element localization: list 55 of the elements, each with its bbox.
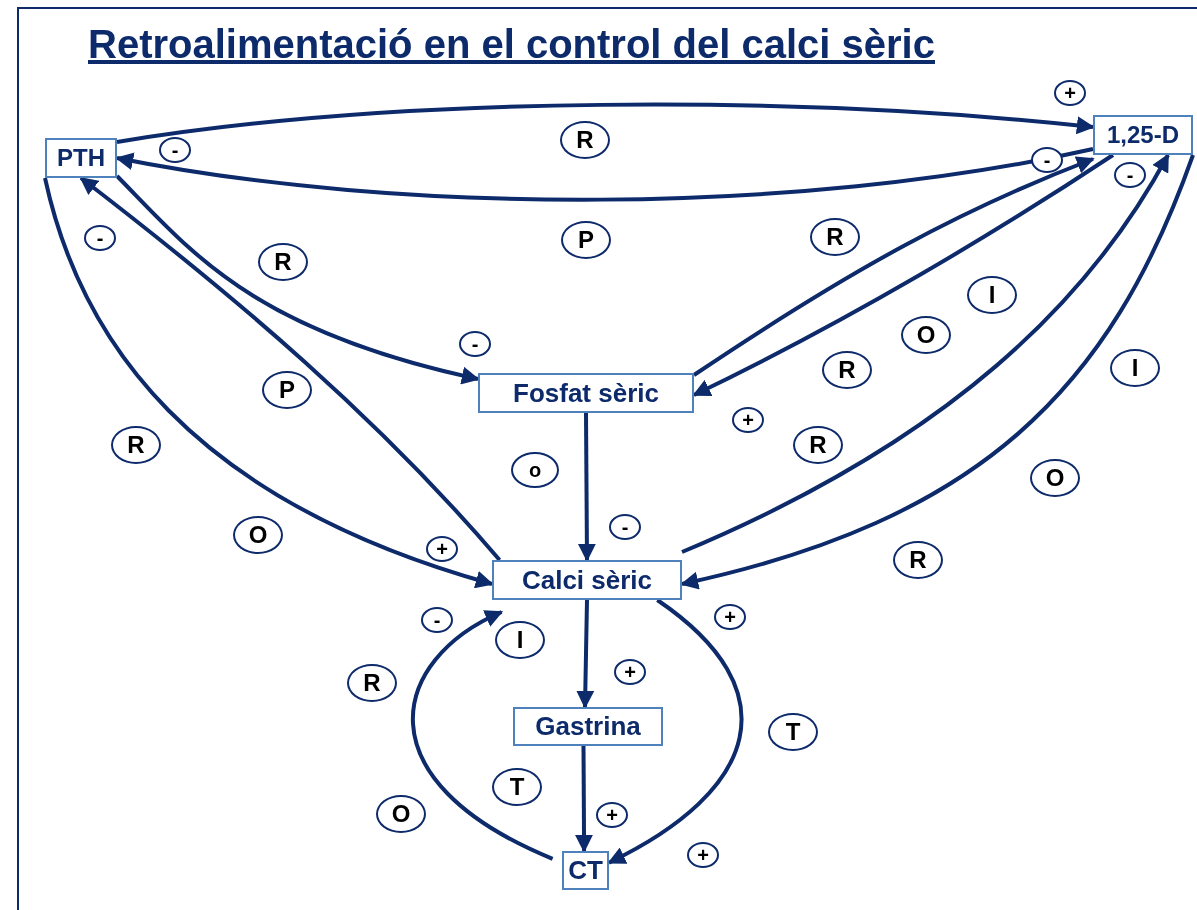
node-label: Gastrina bbox=[535, 711, 641, 742]
circled-symbol: - bbox=[609, 514, 641, 540]
circled-symbol: - bbox=[459, 331, 491, 357]
node-box bbox=[478, 373, 694, 413]
node-label: CT bbox=[568, 855, 603, 886]
circled-symbol: - bbox=[84, 225, 116, 251]
arrow bbox=[79, 176, 502, 562]
circled-symbol: - bbox=[421, 607, 453, 633]
node-label: 1,25-D bbox=[1106, 121, 1179, 149]
circled-symbol: I bbox=[1110, 349, 1160, 387]
circled-symbol: R bbox=[793, 426, 843, 464]
circled-symbol: P bbox=[262, 371, 312, 409]
node-label: PTH bbox=[57, 144, 105, 172]
node-label: Calci sèric bbox=[521, 564, 653, 596]
circled-symbol: - bbox=[1114, 162, 1146, 188]
diagram-title: Retroalimentació en el control del calci sèric bbox=[88, 22, 935, 67]
circled-symbol: + bbox=[614, 659, 646, 685]
arrow bbox=[116, 102, 1095, 144]
arrow bbox=[43, 177, 494, 588]
circled-symbol: T bbox=[768, 713, 818, 751]
circled-symbol: - bbox=[159, 137, 191, 163]
circled-symbol: R bbox=[560, 121, 610, 159]
circled-symbol: P bbox=[561, 221, 611, 259]
circled-symbol: R bbox=[347, 664, 397, 702]
node-box bbox=[513, 707, 663, 746]
node-label: Fosfat sèric bbox=[513, 377, 659, 409]
circled-symbol: + bbox=[714, 604, 746, 630]
arrow bbox=[575, 746, 593, 853]
circled-symbol: + bbox=[732, 407, 764, 433]
circled-symbol: O bbox=[901, 316, 951, 354]
arrow bbox=[115, 174, 480, 384]
node-box bbox=[1093, 115, 1193, 155]
circled-symbol: T bbox=[492, 768, 542, 806]
circled-symbol: R bbox=[111, 426, 161, 464]
circled-symbol: - bbox=[1031, 147, 1063, 173]
arrow bbox=[411, 610, 554, 861]
circled-symbol: R bbox=[810, 218, 860, 256]
circled-symbol: R bbox=[822, 351, 872, 389]
circled-symbol: + bbox=[687, 842, 719, 868]
node-box bbox=[492, 560, 682, 600]
circled-symbol: O bbox=[376, 795, 426, 833]
circled-symbol: I bbox=[495, 621, 545, 659]
circled-symbol: O bbox=[233, 516, 283, 554]
circled-symbol: o bbox=[511, 452, 559, 488]
circled-symbol: + bbox=[426, 536, 458, 562]
circled-symbol: O bbox=[1030, 459, 1080, 497]
node-box bbox=[45, 138, 117, 178]
circled-symbol: + bbox=[1054, 80, 1086, 106]
circled-symbol: + bbox=[596, 802, 628, 828]
arrow bbox=[577, 413, 596, 562]
circled-symbol: R bbox=[258, 243, 308, 281]
arrow bbox=[576, 599, 595, 709]
circled-symbol: I bbox=[967, 276, 1017, 314]
circled-symbol: R bbox=[893, 541, 943, 579]
node-box bbox=[562, 851, 609, 890]
